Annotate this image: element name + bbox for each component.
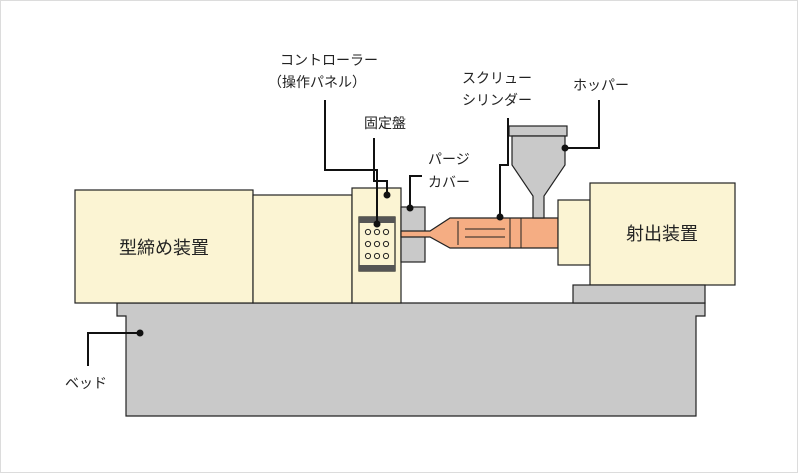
- controller-label-line2: （操作パネル）: [268, 75, 366, 91]
- controller-label-line1: コントローラー: [280, 53, 378, 69]
- fixed-platen-label: 固定盤: [364, 116, 406, 132]
- bed: [116, 302, 706, 417]
- clamping-unit: [74, 189, 353, 304]
- bed-label: ベッド: [65, 376, 107, 392]
- controller-buttons: [364, 228, 390, 260]
- purge-cover-label-line1: パージ: [428, 152, 470, 168]
- injection-unit-label: 射出装置: [626, 224, 698, 245]
- hopper-label: ホッパー: [573, 78, 629, 94]
- screw-cylinder-label-line1: スクリュー: [462, 71, 532, 87]
- leader-lines: [87, 100, 600, 366]
- leader-dots: [136, 144, 569, 337]
- screw-cylinder-label-line2: シリンダー: [462, 93, 532, 109]
- injection-unit: [557, 182, 736, 304]
- clamping-unit-label: 型締め装置: [119, 238, 209, 259]
- purge-cover-label-line2: カバー: [428, 175, 470, 191]
- screw-cylinder: [400, 217, 559, 249]
